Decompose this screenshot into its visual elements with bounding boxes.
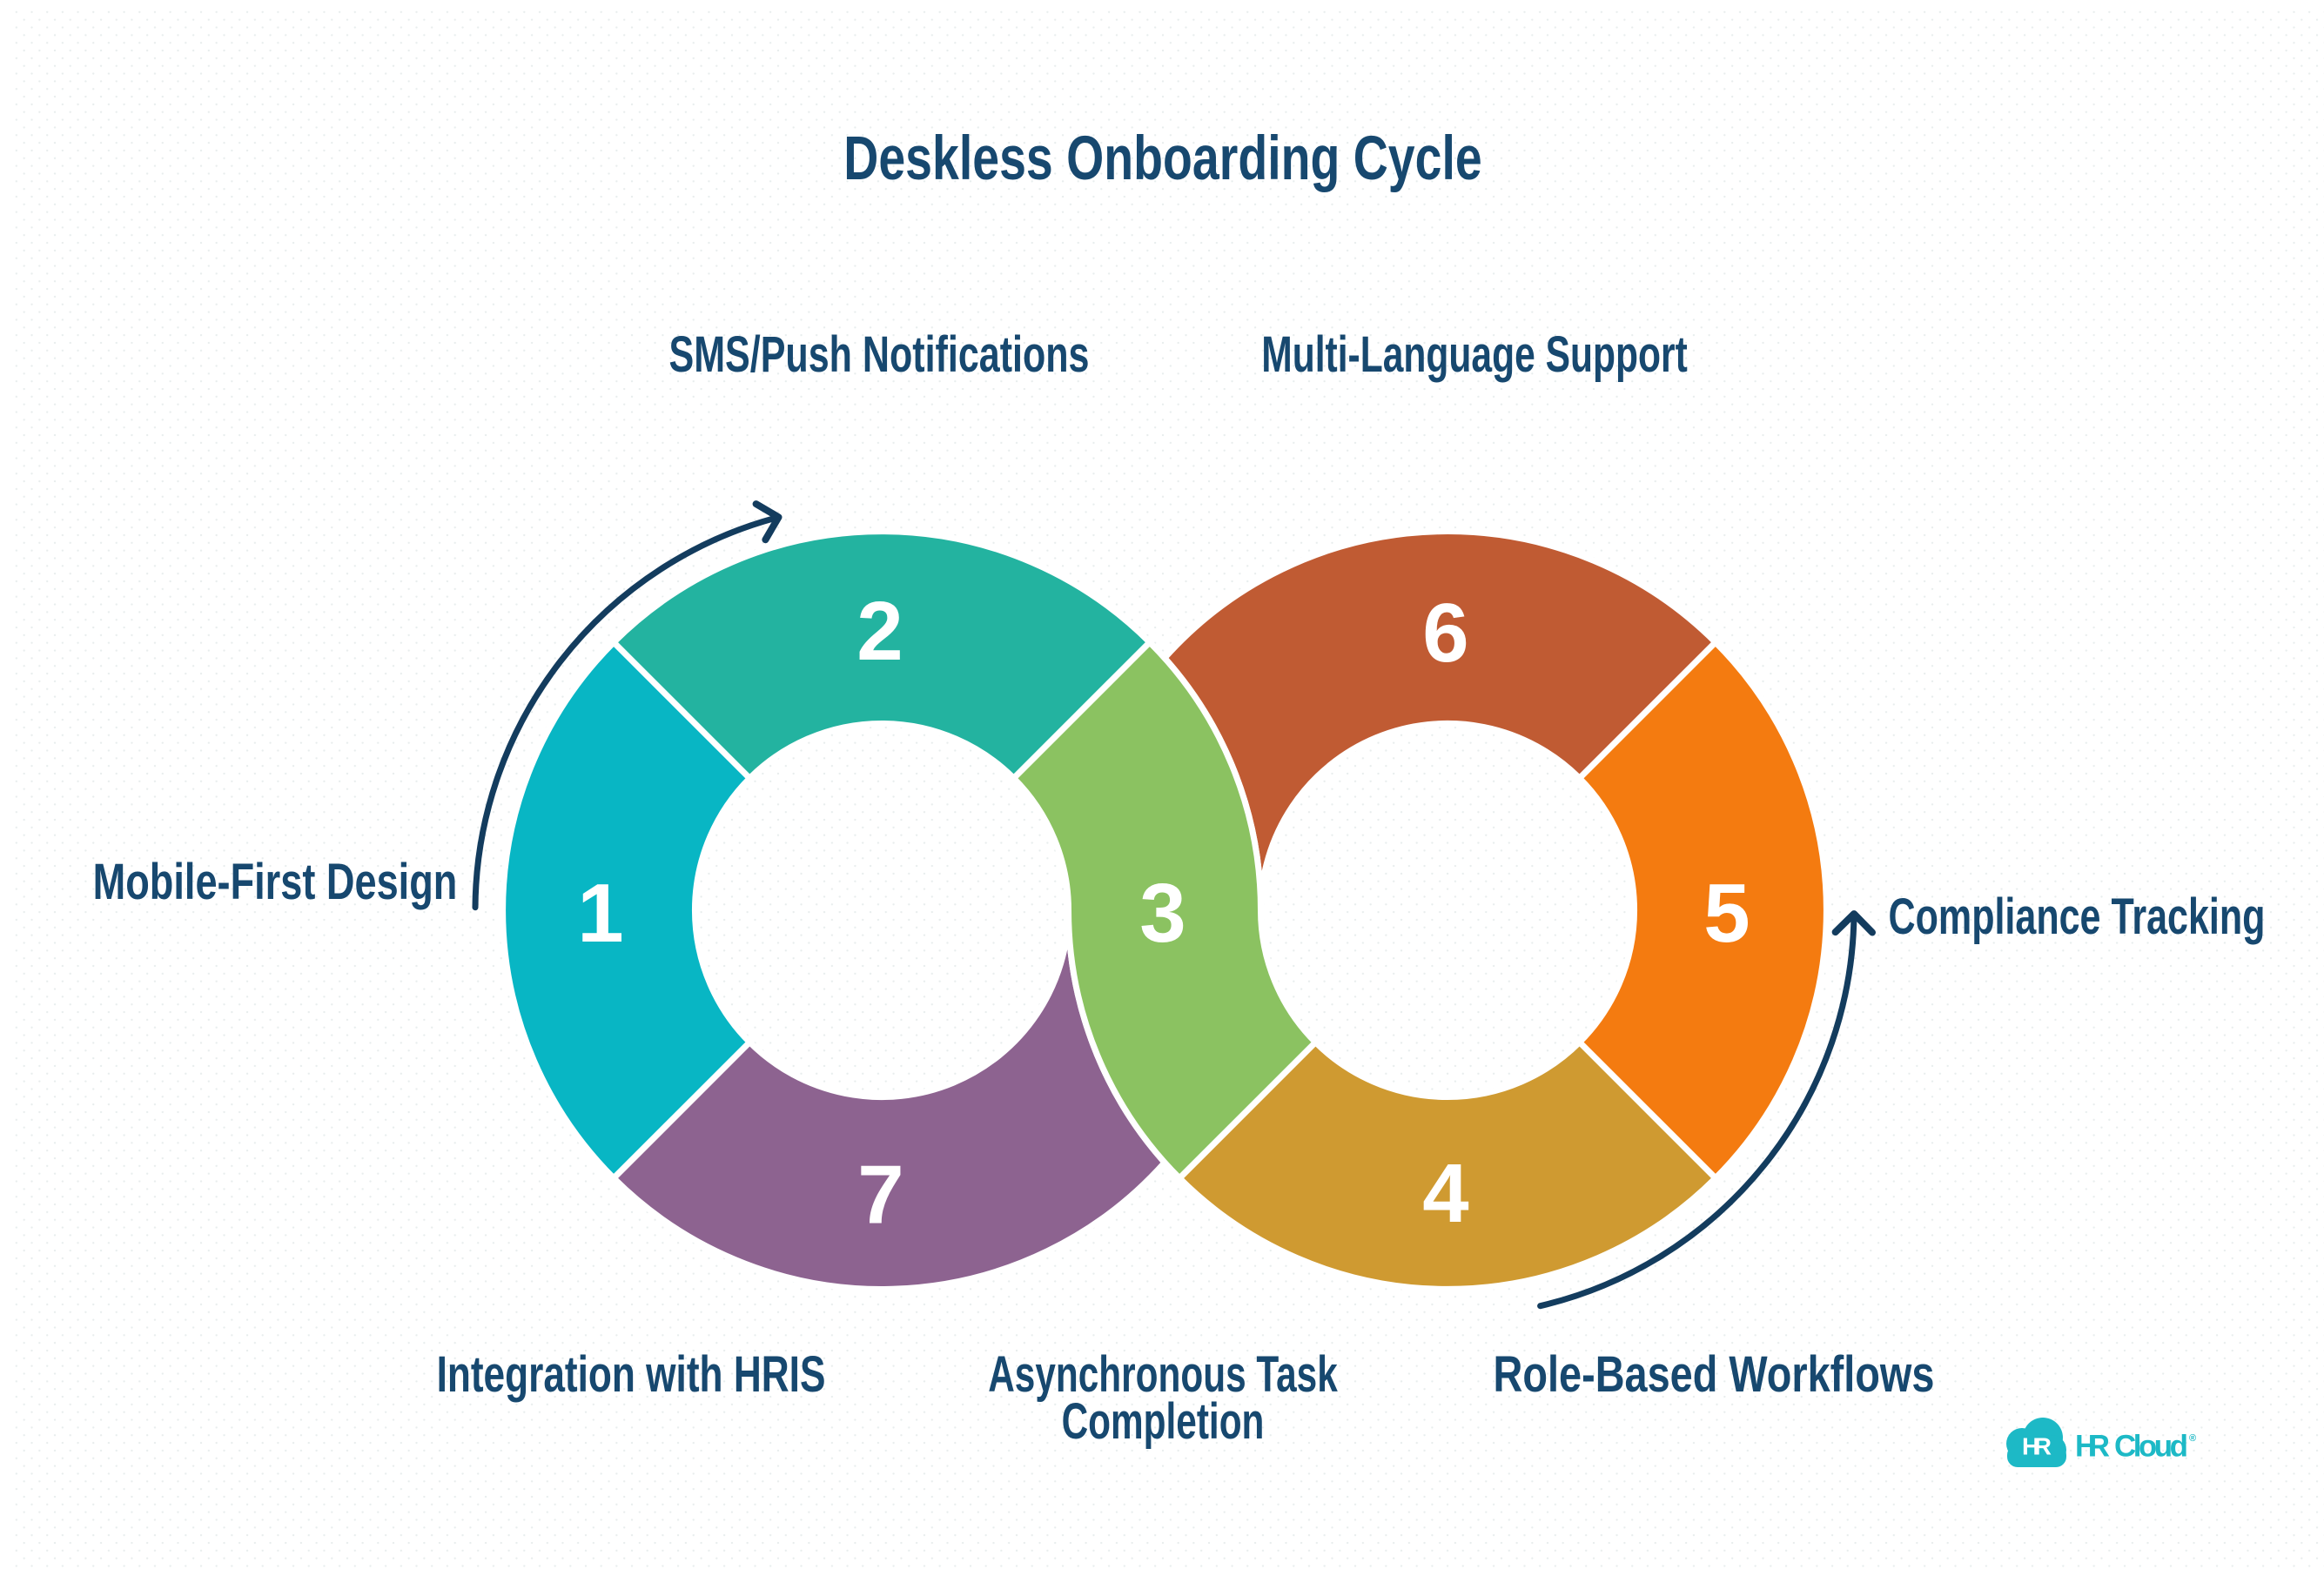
- svg-text:2: 2: [856, 585, 903, 678]
- svg-text:6: 6: [1422, 587, 1468, 680]
- svg-text:HR: HR: [2075, 1430, 2110, 1464]
- svg-text:®: ®: [2189, 1433, 2196, 1444]
- svg-text:1: 1: [577, 867, 623, 960]
- svg-text:7: 7: [857, 1149, 903, 1242]
- svg-text:HR: HR: [2022, 1433, 2052, 1460]
- svg-text:3: 3: [1139, 867, 1186, 960]
- svg-text:Cloud: Cloud: [2114, 1430, 2188, 1464]
- svg-text:4: 4: [1422, 1147, 1468, 1240]
- svg-text:5: 5: [1703, 867, 1750, 960]
